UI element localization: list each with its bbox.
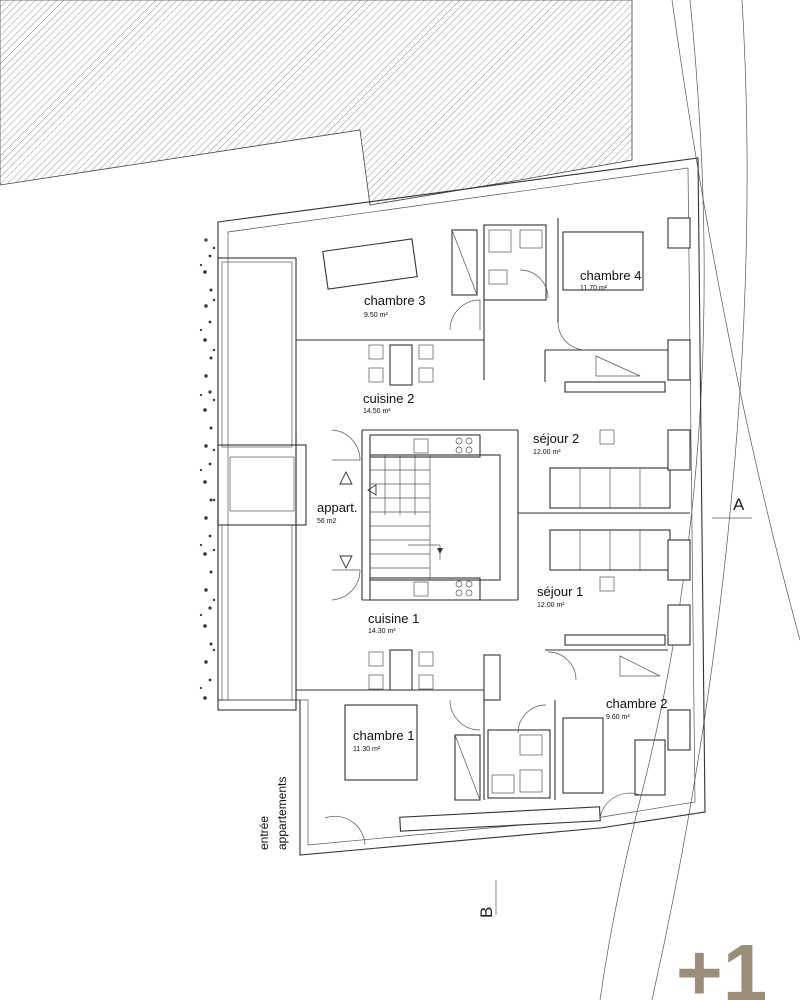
bathroom-top (451, 224, 547, 301)
desk-chambre-2 (634, 739, 666, 796)
label-chambre-1: chambre 1 (353, 728, 414, 743)
planting-strip (199, 238, 216, 700)
bed-chambre-1 (344, 704, 418, 781)
area-sejour-2: 12.00 m² (533, 449, 561, 456)
area-chambre-3: 9.50 m² (364, 312, 388, 319)
label-sejour-2: séjour 2 (533, 431, 579, 446)
staircase (369, 454, 501, 581)
entrance-label-line1: entrée (257, 816, 271, 850)
area-appart: 56 m2 (317, 518, 337, 525)
dining-table-bottom (368, 649, 434, 691)
label-appart: appart. (317, 500, 357, 515)
sofa-bottom (549, 529, 671, 592)
dining-table-top (368, 344, 434, 386)
floor-indicator: +1 (676, 928, 767, 1000)
area-chambre-4: 11.70 m² (580, 285, 608, 292)
building-outline (217, 157, 706, 856)
bed-chambre-4 (562, 231, 644, 291)
bed-chambre-3 (322, 238, 418, 290)
kitchen-unit-top (369, 434, 481, 458)
west-balcony-inner (221, 261, 293, 448)
sofa-top (549, 429, 671, 509)
east-facade (564, 217, 691, 751)
west-balcony-inner-2 (221, 524, 293, 701)
west-bay-inner (229, 456, 295, 512)
label-sejour-1: séjour 1 (537, 584, 583, 599)
entrance-label-line2: appartements (275, 777, 289, 850)
door-swings (331, 269, 587, 734)
road-edge-outer (671, 0, 800, 641)
road-edge-inner (651, 0, 748, 1000)
label-chambre-2: chambre 2 (606, 696, 667, 711)
west-bay (217, 444, 307, 526)
neighbour-building (0, 0, 633, 206)
interior-walls (295, 218, 690, 800)
label-chambre-4: chambre 4 (580, 268, 641, 283)
kitchen-unit-bottom (369, 577, 481, 601)
label-chambre-3: chambre 3 (364, 293, 425, 308)
label-cuisine-2: cuisine 2 (363, 391, 414, 406)
south-facade (324, 792, 641, 846)
area-chambre-2: 9.60 m² (606, 714, 630, 721)
bathroom-bottom (454, 729, 551, 801)
area-cuisine-1: 14.30 m² (368, 628, 396, 635)
area-cuisine-2: 14.50 m² (363, 408, 391, 415)
area-chambre-1: 11.30 m² (353, 746, 381, 753)
section-b-label: B (477, 907, 496, 918)
area-sejour-1: 12.00 m² (537, 602, 565, 609)
label-cuisine-1: cuisine 1 (368, 611, 419, 626)
section-a-label: A (733, 495, 745, 514)
bed-chambre-2 (562, 717, 604, 794)
